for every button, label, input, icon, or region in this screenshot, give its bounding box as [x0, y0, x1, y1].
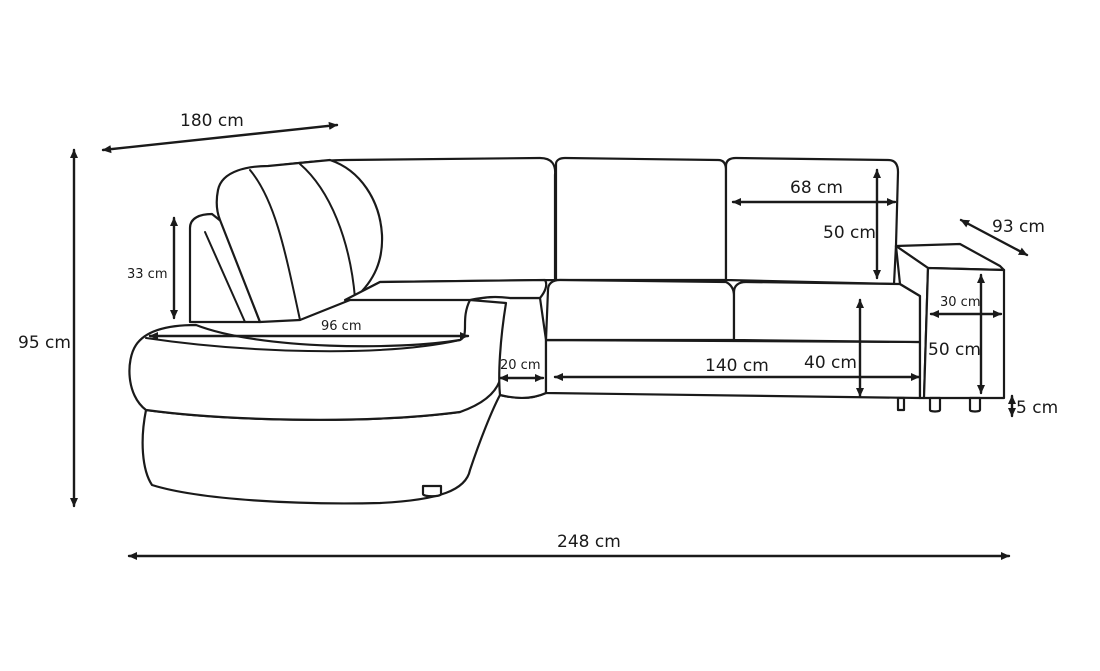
seat-cushion-left	[544, 278, 736, 342]
seat-cushion-right	[732, 280, 922, 344]
leg-left	[421, 484, 443, 498]
label-5: 5 cm	[1016, 398, 1058, 418]
right-armrest-front	[922, 266, 1006, 400]
label-30: 30 cm	[940, 295, 981, 310]
dimension-labels: 180 cm 95 cm 33 cm 96 cm 20 cm 140 cm 68…	[18, 111, 1058, 552]
left-back-panel-fold	[204, 231, 246, 323]
leg-right-1	[928, 396, 942, 413]
label-93: 93 cm	[992, 217, 1045, 237]
leg-mid	[896, 396, 906, 412]
label-248: 248 cm	[557, 532, 621, 552]
back-cushion-right	[724, 156, 900, 286]
label-140: 140 cm	[705, 356, 769, 376]
headrest-seam-1	[249, 169, 301, 321]
dimension-lines	[69, 121, 1029, 561]
dim-180-line	[101, 121, 339, 154]
chaise-seat-edge	[145, 337, 461, 353]
chaise-seat	[128, 297, 508, 421]
label-50-back: 50 cm	[823, 223, 876, 243]
leg-right-2	[968, 396, 982, 413]
label-50-arm: 50 cm	[928, 340, 981, 360]
label-68: 68 cm	[790, 178, 843, 198]
headrest-seam-2	[299, 163, 356, 299]
label-180: 180 cm	[180, 111, 244, 131]
label-20: 20 cm	[500, 358, 541, 373]
headrest-cushion	[215, 158, 384, 324]
label-96: 96 cm	[321, 319, 362, 334]
dim-93-line	[959, 218, 1029, 257]
sofa-outline	[128, 156, 1006, 505]
corner-seat-cushion	[343, 278, 548, 302]
label-95: 95 cm	[18, 333, 71, 353]
label-40: 40 cm	[804, 353, 857, 373]
label-33: 33 cm	[127, 267, 168, 282]
back-cushion-middle	[554, 156, 728, 282]
